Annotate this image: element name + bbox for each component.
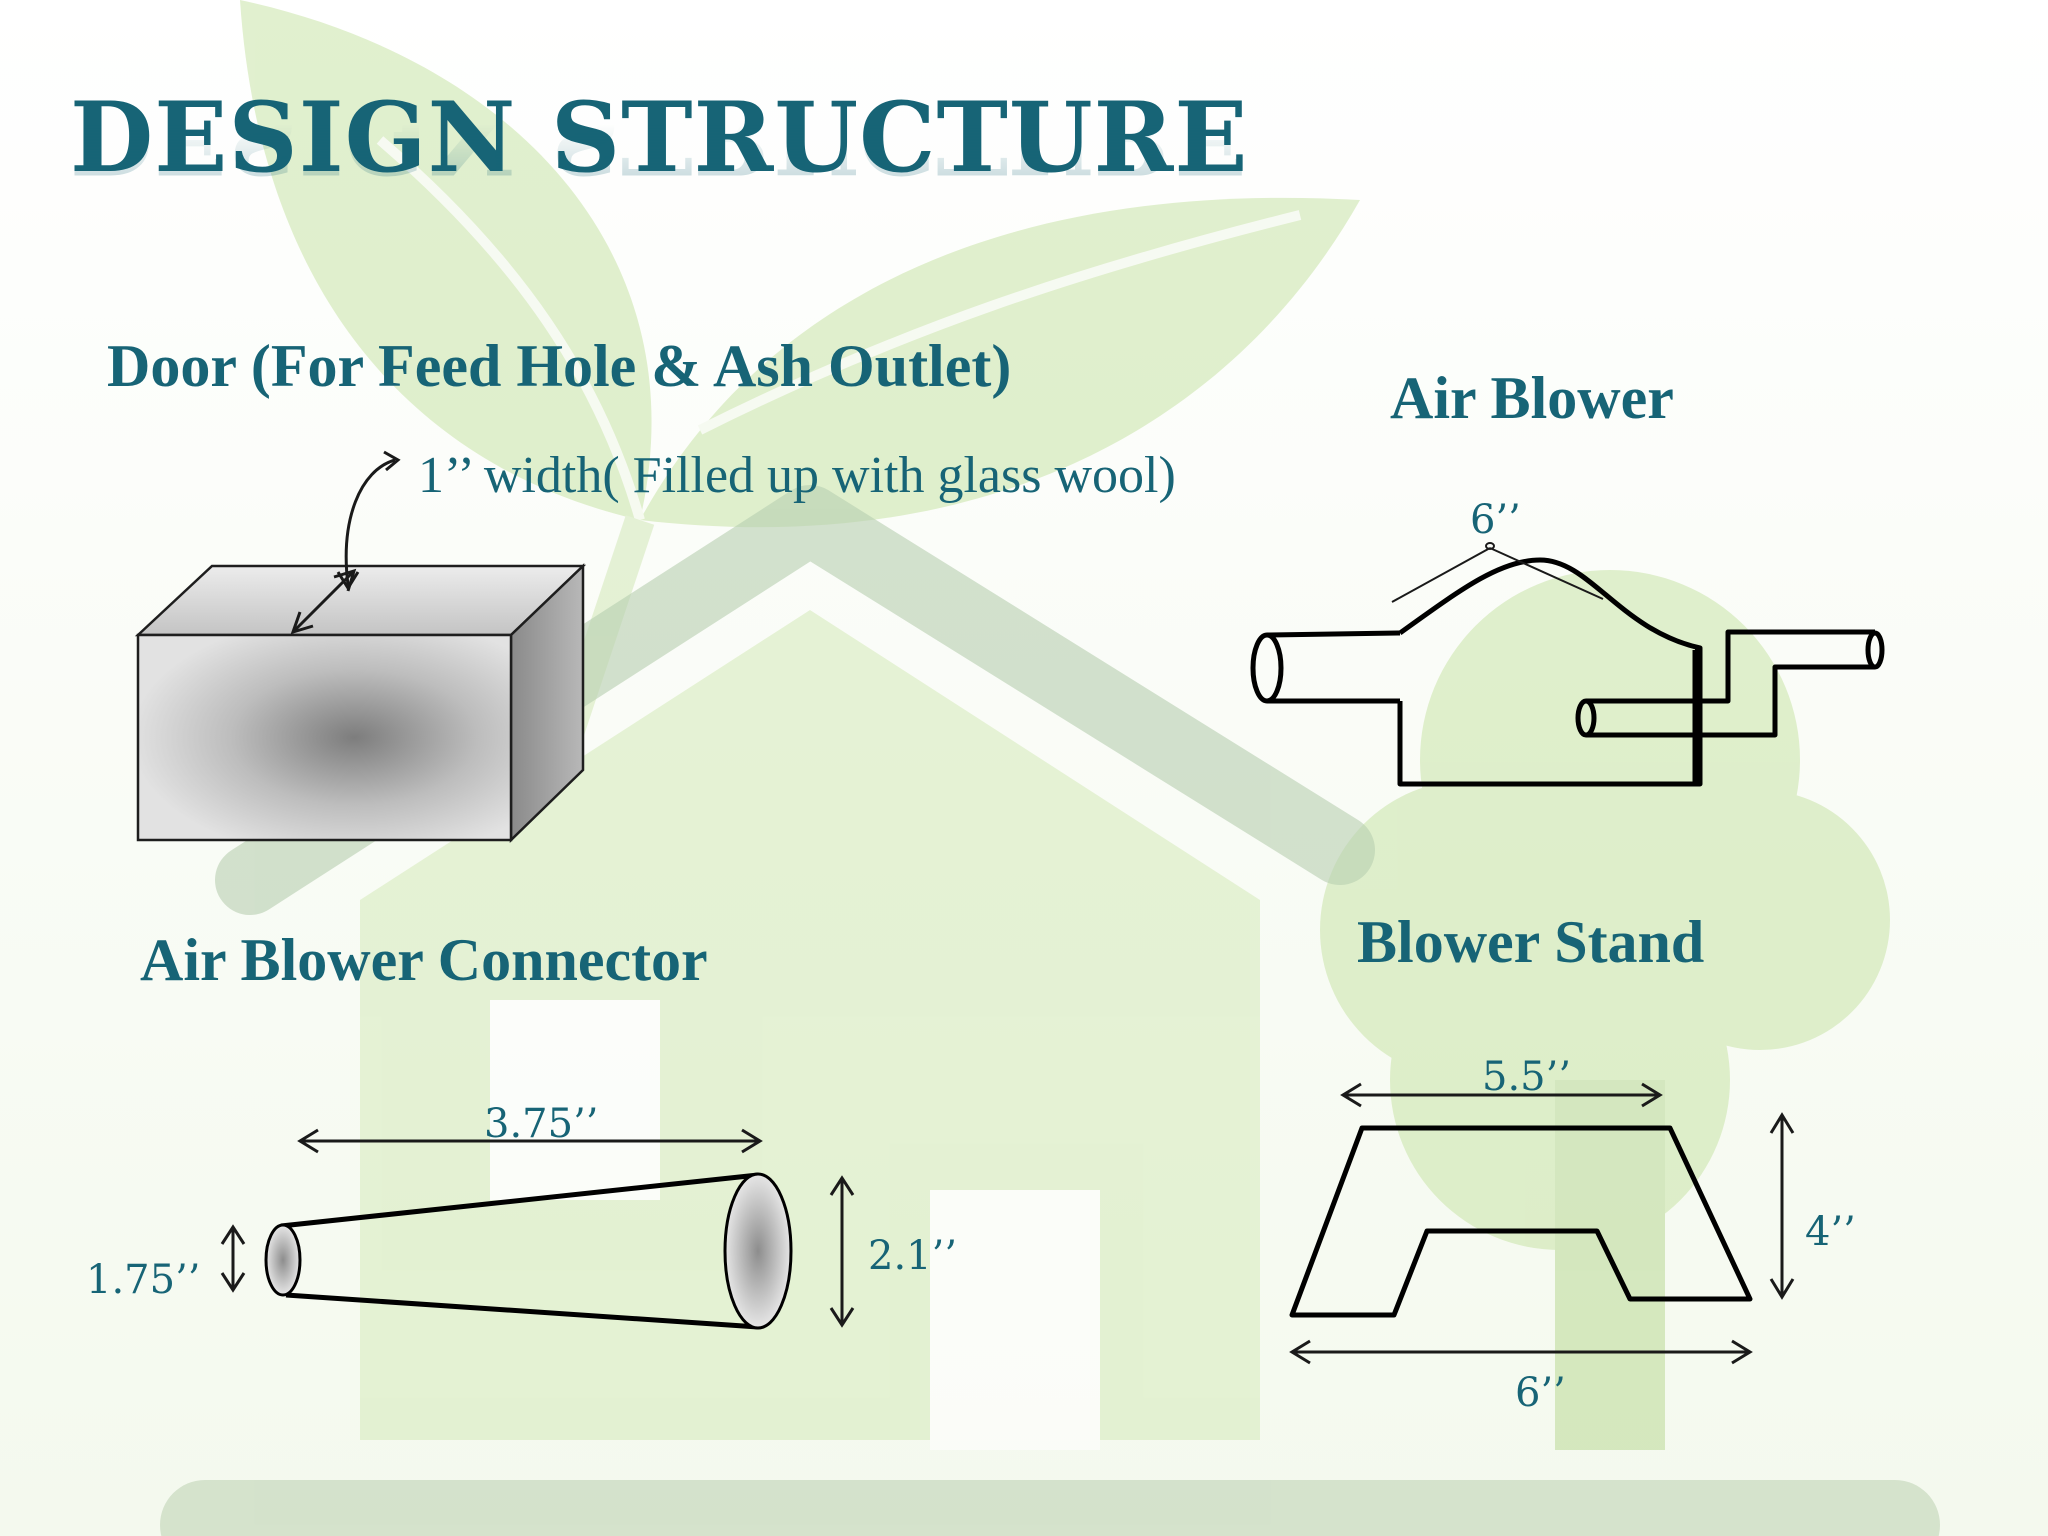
connector-cone	[264, 1172, 793, 1330]
air-blower-outline	[1250, 557, 1885, 787]
slide-title: DESIGN STRUCTURE	[70, 81, 1249, 194]
stand-dim-height: 4’’	[1805, 1209, 1856, 1255]
stand-dim-top: 5.5’’	[1482, 1054, 1572, 1100]
house-watermark	[160, 485, 1940, 1536]
connector-dim-arrows	[220, 1128, 855, 1328]
connector-dim-length: 3.75’’	[484, 1101, 599, 1147]
stand-dim-bottom: 6’’	[1515, 1370, 1566, 1416]
door-width-arrow	[290, 450, 401, 635]
air-blower-dim-top: 6’’	[1470, 497, 1521, 543]
door-width-note: 1’’ width( Filled up with glass wool)	[418, 447, 1176, 504]
stand-heading: Blower Stand	[1357, 909, 1705, 975]
connector-dim-large: 2.1’’	[868, 1233, 958, 1279]
door-box	[134, 563, 587, 843]
leaves-watermark	[240, 0, 1360, 765]
air-blower-dim-lines	[1391, 542, 1604, 603]
door-heading: Door (For Feed Hole & Ash Outlet)	[107, 333, 1012, 399]
connector-dim-small: 1.75’’	[86, 1257, 201, 1303]
stand-outline	[1289, 1125, 1753, 1318]
tree-watermark	[1320, 570, 1890, 1450]
connector-heading: Air Blower Connector	[140, 927, 708, 993]
stand-dim-arrows	[1289, 1082, 1795, 1365]
air-blower-heading: Air Blower	[1390, 365, 1674, 431]
